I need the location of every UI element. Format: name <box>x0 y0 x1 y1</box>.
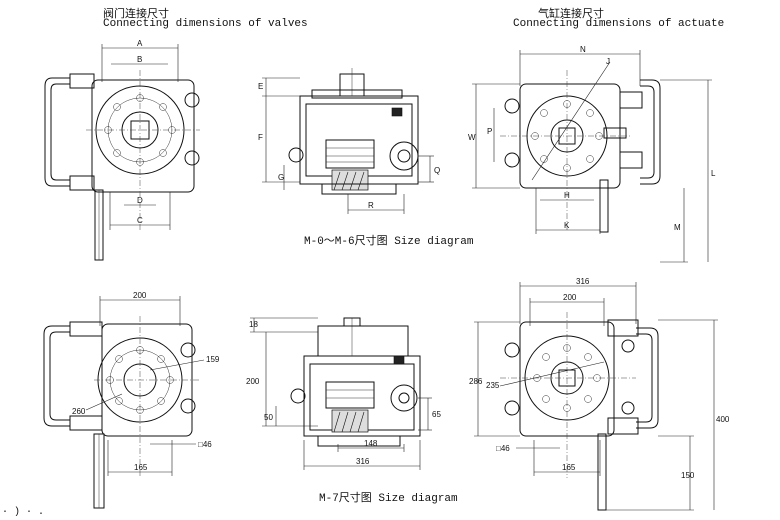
valve-view-top: A B D C <box>44 39 200 261</box>
dim-200a: 200 <box>133 291 147 300</box>
dim-N: N <box>580 45 586 54</box>
dim-18: 18 <box>249 320 258 329</box>
dim-200b: 200 <box>246 377 260 386</box>
actuate-title-en: Connecting dimensions of actuate <box>513 18 725 30</box>
dim-J: J <box>606 57 610 66</box>
dim-G: G <box>278 173 284 182</box>
dim-L: L <box>711 169 716 178</box>
dim-200c: 200 <box>563 293 577 302</box>
dim-159: 159 <box>206 355 220 364</box>
dim-F: F <box>258 133 263 142</box>
dim-46b: □46 <box>496 444 510 453</box>
dim-A: A <box>137 39 143 48</box>
bottom-caption: M-7尺寸图 Size diagram <box>319 493 458 505</box>
dim-400: 400 <box>716 415 730 424</box>
dim-P: P <box>487 127 492 136</box>
dim-165b: 165 <box>562 463 576 472</box>
dim-C: C <box>137 216 143 225</box>
dim-235: 235 <box>486 381 500 390</box>
dim-M: M <box>674 223 681 232</box>
valve-view-bottom: 200 159 260 □46 165 <box>43 291 220 509</box>
dim-Q: Q <box>434 166 440 175</box>
dim-150: 150 <box>681 471 695 480</box>
valves-title-cn: 阀门连接尺寸 <box>103 7 169 20</box>
dim-50: 50 <box>264 413 273 422</box>
top-caption: M-0～M-6尺寸图 Size diagram <box>304 236 474 248</box>
dim-K: K <box>564 221 570 230</box>
corner-fragment: · ) · . <box>2 507 45 518</box>
valves-title-en: Connecting dimensions of valves <box>103 18 308 30</box>
dim-148: 148 <box>364 439 378 448</box>
dim-D: D <box>137 196 143 205</box>
dim-H: H <box>564 191 570 200</box>
dim-65: 65 <box>432 410 441 419</box>
dim-W: W <box>468 133 476 142</box>
dim-E: E <box>258 82 263 91</box>
dim-B: B <box>137 55 142 64</box>
side-view-bottom: 18 200 50 65 148 316 <box>246 317 441 470</box>
dim-260: 260 <box>72 407 86 416</box>
actuator-view-top: N J W P H K M L <box>468 45 716 263</box>
dim-46a: □46 <box>198 440 212 449</box>
dim-316b: 316 <box>576 277 590 286</box>
dim-165a: 165 <box>134 463 148 472</box>
side-view-top: E F G Q R <box>258 68 440 214</box>
dim-286: 286 <box>469 377 483 386</box>
dim-R: R <box>368 201 374 210</box>
actuator-view-bottom: 316 200 286 235 □46 165 150 400 <box>469 277 730 511</box>
actuate-title-cn: 气缸连接尺寸 <box>538 7 604 20</box>
dim-316a: 316 <box>356 457 370 466</box>
